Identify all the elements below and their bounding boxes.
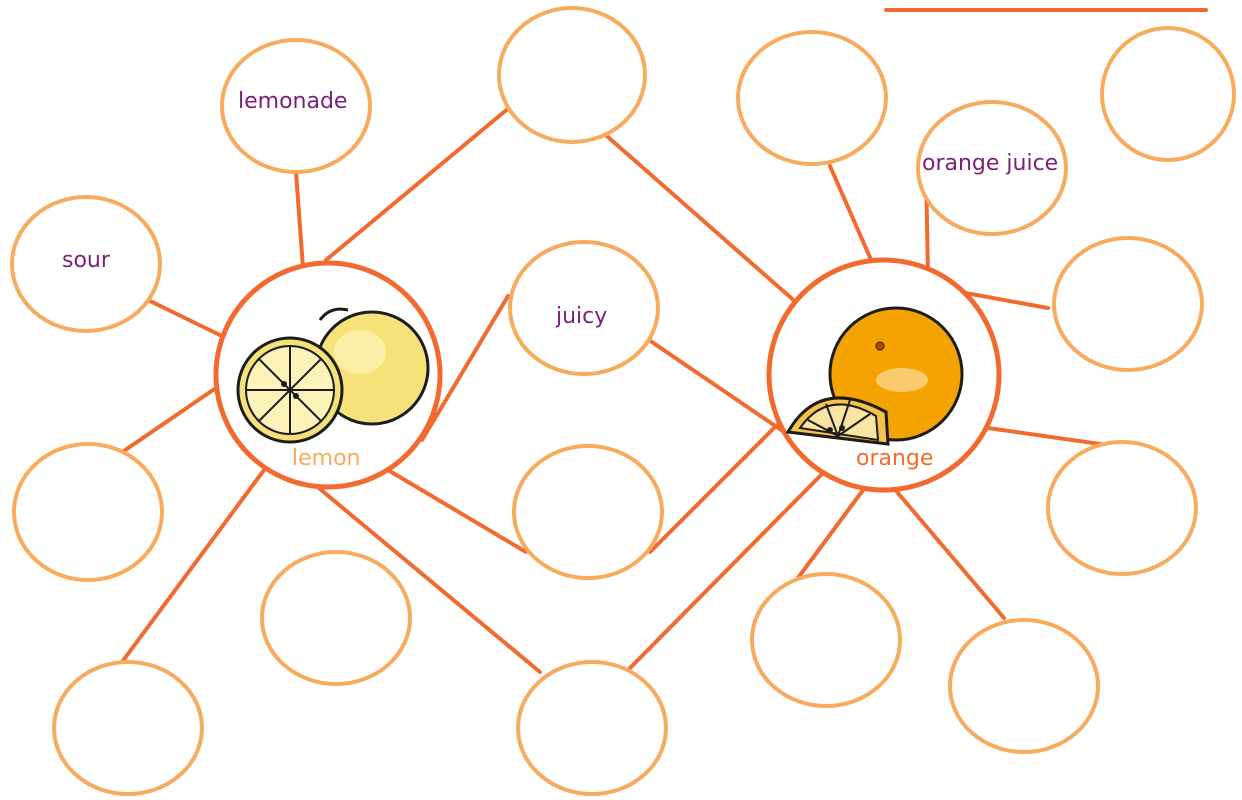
word-orange-juice: orange juice bbox=[922, 151, 1058, 176]
bubble-orange-top[interactable] bbox=[736, 30, 888, 166]
connector-lemon-lemonade bbox=[294, 170, 305, 270]
bubble-top-right[interactable] bbox=[1100, 26, 1236, 162]
bubble-orange-bottom-right[interactable] bbox=[948, 618, 1100, 754]
bubble-juicy[interactable] bbox=[508, 240, 660, 376]
connector-orange-bottom-center bbox=[626, 468, 828, 672]
connector-orange-center bbox=[648, 418, 784, 554]
connector-orange-top-center bbox=[598, 128, 800, 306]
bubble-sour[interactable] bbox=[10, 195, 162, 333]
connector-orange-bottom-mid bbox=[790, 484, 868, 588]
orange-icon bbox=[785, 306, 964, 446]
bubble-lower-left-center[interactable] bbox=[260, 550, 412, 686]
connector-orange-juicy bbox=[644, 336, 792, 438]
connector-lemon-bottom-left bbox=[120, 468, 266, 664]
bubble-center[interactable] bbox=[512, 444, 664, 580]
connector-lemon-center bbox=[386, 468, 528, 554]
word-bubbles bbox=[10, 6, 1236, 796]
connector-lemon-left-mid bbox=[116, 386, 218, 457]
bubble-right-upper[interactable] bbox=[1052, 236, 1204, 372]
lemon-connectors bbox=[116, 105, 542, 674]
orange-label: orange bbox=[856, 446, 933, 471]
lemon-icon bbox=[236, 307, 430, 444]
bubble-bottom-center[interactable] bbox=[516, 660, 668, 796]
bubble-orange-bottom-mid[interactable] bbox=[750, 572, 902, 708]
bubble-right-lower[interactable] bbox=[1046, 440, 1198, 576]
bubble-bottom-left[interactable] bbox=[52, 660, 204, 796]
word-juicy: juicy bbox=[555, 304, 607, 329]
connector-lemon-top-center bbox=[324, 105, 512, 262]
word-sour: sour bbox=[62, 248, 111, 273]
bubble-left-mid[interactable] bbox=[12, 442, 164, 582]
connector-lemon-juicy bbox=[420, 294, 510, 442]
connector-orange-right-upper bbox=[958, 290, 1050, 310]
connector-orange-bottom-right bbox=[890, 484, 1006, 620]
word-lemonade: lemonade bbox=[238, 89, 347, 114]
lemon-hub[interactable]: lemon bbox=[213, 260, 443, 490]
bubble-lemonade[interactable] bbox=[220, 38, 372, 174]
bubble-top-center[interactable] bbox=[497, 6, 647, 144]
connector-lemon-sour bbox=[146, 298, 228, 340]
orange-hub[interactable]: orange bbox=[766, 257, 1002, 493]
orange-connectors bbox=[598, 128, 1130, 672]
connector-orange-top bbox=[828, 164, 874, 264]
lemon-label: lemon bbox=[292, 446, 360, 471]
bubble-orange-juice[interactable] bbox=[916, 100, 1068, 236]
connector-lemon-bottom-center bbox=[312, 482, 542, 674]
